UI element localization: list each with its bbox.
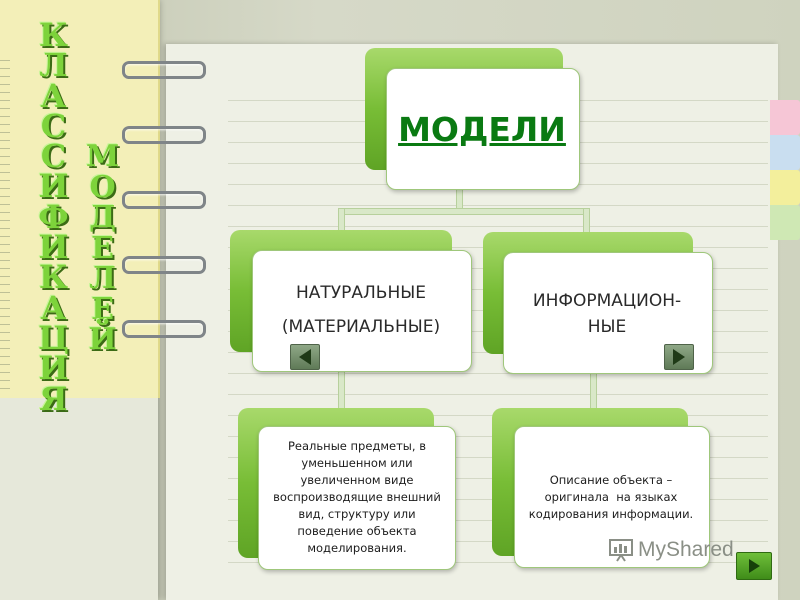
title-letter: К xyxy=(38,16,69,54)
title-letter: С xyxy=(40,106,67,145)
leaf-line: увеличенном виде xyxy=(300,473,414,487)
title-letter: С xyxy=(40,137,67,176)
leaf-natural-box xyxy=(258,426,456,570)
leaf-info-text: Описание объекта – оригинала на языках к… xyxy=(514,472,708,523)
leaf-line: вид, структуру или xyxy=(298,507,416,521)
title-letter: И xyxy=(38,167,69,206)
presentation-icon xyxy=(609,539,633,562)
title-letter: Я xyxy=(39,379,68,418)
next-slide-button[interactable] xyxy=(736,552,772,580)
leaf-line: воспроизводящие внешний xyxy=(273,490,441,504)
branch-natural-label-2: (МАТЕРИАЛЬНЫЕ) xyxy=(281,317,441,337)
binder-ring xyxy=(122,256,206,274)
leaf-natural-text: Реальные предметы, в уменьшенном или уве… xyxy=(260,438,454,557)
prev-button[interactable] xyxy=(290,344,320,370)
branch-natural-label-1: НАТУРАЛЬНЫЕ xyxy=(295,283,426,303)
title-letter: И xyxy=(38,228,69,267)
connector xyxy=(338,208,590,215)
title-letter: Л xyxy=(39,46,68,85)
leaf-info-box xyxy=(514,426,710,568)
title-letter: К xyxy=(38,258,69,297)
play-icon xyxy=(748,559,760,573)
title-letter: Е xyxy=(91,230,115,266)
root-title: МОДЕЛИ xyxy=(398,110,566,149)
tab-blue[interactable] xyxy=(770,135,800,170)
leaf-line: поведение объекта xyxy=(297,524,417,538)
title-letter: Ф xyxy=(38,197,69,236)
leaf-line: Реальные предметы, в xyxy=(288,439,426,453)
title-letter: О xyxy=(89,169,116,205)
tab-pink[interactable] xyxy=(770,100,800,135)
title-letter: Й xyxy=(88,322,117,357)
branch-natural-box xyxy=(252,250,472,372)
binder-ring xyxy=(122,320,206,338)
tab-green[interactable] xyxy=(770,205,800,240)
title-letter: М xyxy=(86,139,120,174)
leaf-line: уменьшенном или xyxy=(301,456,413,470)
title-letter: А xyxy=(40,288,67,327)
branch-info-box xyxy=(503,252,713,374)
root-box xyxy=(386,68,580,190)
title-letter: Ц xyxy=(38,318,69,357)
next-button[interactable] xyxy=(664,344,694,370)
leaf-line: моделирования. xyxy=(307,541,407,555)
binder-ring xyxy=(122,126,206,144)
arrow-left-icon xyxy=(299,349,311,365)
leaf-line: кодирования информации. xyxy=(528,507,694,521)
sticky-note-strip xyxy=(0,0,160,398)
watermark-text: MyShared xyxy=(638,538,734,561)
branch-info-label-2: НЫЕ xyxy=(587,317,627,337)
leaf-line: оригинала на языках xyxy=(544,490,678,504)
vertical-title-classification: К Л А С С И Ф И К А Ц И Я xyxy=(38,16,69,418)
binder-ring xyxy=(122,191,206,209)
arrow-right-icon xyxy=(673,349,685,365)
title-letter: Е xyxy=(91,291,115,327)
watermark: MyShared xyxy=(608,538,734,562)
tab-yellow[interactable] xyxy=(770,170,800,205)
ruler-marks xyxy=(0,60,10,390)
title-letter: Л xyxy=(89,261,116,296)
title-letter: И xyxy=(38,349,69,388)
title-letter: Д xyxy=(89,200,116,235)
branch-info-label-1: ИНФОРМАЦИОН- xyxy=(532,291,682,311)
vertical-title-models: М О Д Е Л Е Й xyxy=(86,139,120,357)
leaf-line: Описание объекта – xyxy=(549,473,673,487)
binder-ring xyxy=(122,61,206,79)
title-letter: А xyxy=(40,76,67,115)
